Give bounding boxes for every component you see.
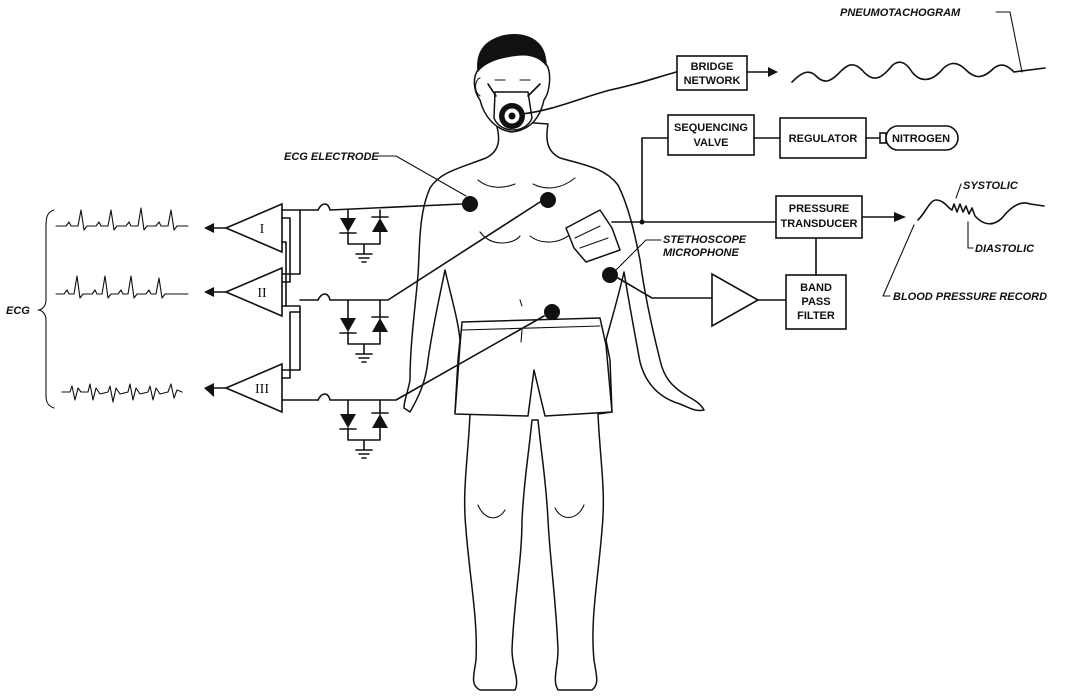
ecg-electrode-label: ECG ELECTRODE: [284, 151, 379, 163]
svg-text:II: II: [257, 286, 267, 301]
svg-text:TRANSDUCER: TRANSDUCER: [781, 218, 858, 230]
svg-text:NITROGEN: NITROGEN: [892, 133, 950, 145]
diode-pair-1: [340, 210, 388, 262]
diode-pair-3: [340, 400, 388, 458]
sequencing-valve-box: SEQUENCING VALVE: [668, 115, 754, 155]
stethoscope-microphone-label-2: MICROPHONE: [663, 247, 739, 259]
pressure-transducer-box: PRESSURE TRANSDUCER: [776, 196, 862, 238]
svg-text:PRESSURE: PRESSURE: [789, 203, 850, 215]
stethoscope-microphone-label: STETHOSCOPE: [663, 234, 747, 246]
diastolic-label: DIASTOLIC: [975, 243, 1035, 255]
blood-pressure-record-label: BLOOD PRESSURE RECORD: [893, 291, 1047, 303]
stethoscope-amplifier: [712, 274, 758, 326]
ecg-label: ECG: [6, 305, 30, 317]
ecg-trace-1: [56, 208, 188, 230]
svg-text:NETWORK: NETWORK: [684, 75, 741, 87]
ecg-trace-2: [56, 276, 188, 298]
ecg-electrode-2: [540, 192, 556, 208]
bridge-network-box: BRIDGE NETWORK: [677, 56, 747, 90]
pneumotachogram-label: PNEUMOTACHOGRAM: [840, 7, 961, 19]
band-pass-filter-box: BAND PASS FILTER: [786, 275, 846, 329]
ecg-bracket: [38, 210, 54, 408]
ecg-electrode-3: [544, 304, 560, 320]
ecg-trace-3: [62, 384, 182, 402]
diode-pair-2: [340, 300, 388, 362]
pneumotachogram-trace: [792, 62, 1045, 82]
svg-text:PASS: PASS: [801, 296, 830, 308]
svg-text:BRIDGE: BRIDGE: [691, 61, 734, 73]
stethoscope-microphone: [602, 267, 618, 283]
ecg-amplifier-3: III: [226, 364, 282, 412]
svg-text:III: III: [255, 382, 269, 397]
svg-text:FILTER: FILTER: [797, 310, 835, 322]
human-figure: [404, 34, 704, 690]
svg-text:REGULATOR: REGULATOR: [789, 133, 858, 145]
ecg-amplifier-1: I: [226, 204, 282, 252]
svg-text:BAND: BAND: [800, 282, 832, 294]
nitrogen-tank: NITROGEN: [886, 126, 958, 150]
svg-text:SEQUENCING: SEQUENCING: [674, 122, 748, 134]
regulator-box: REGULATOR: [780, 118, 866, 158]
svg-text:I: I: [260, 222, 265, 237]
blood-pressure-trace: [918, 200, 1044, 224]
ecg-electrode-1: [462, 196, 478, 212]
svg-text:VALVE: VALVE: [693, 137, 728, 149]
systolic-label: SYSTOLIC: [963, 180, 1019, 192]
ecg-amplifier-2: II: [226, 268, 282, 316]
